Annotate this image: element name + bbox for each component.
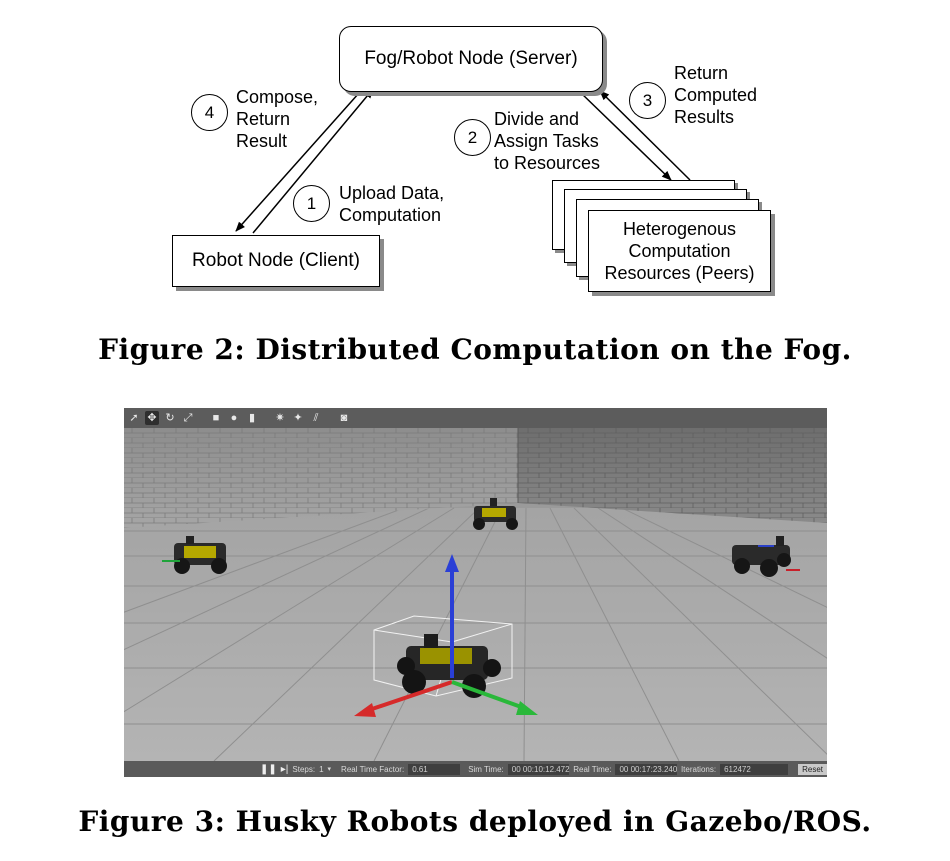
step-icon[interactable]: ▸| <box>280 763 289 775</box>
reset-button[interactable]: Reset <box>798 763 827 775</box>
figure-2-caption: Figure 2: Distributed Computation on the… <box>98 333 852 366</box>
scale-icon[interactable]: ⤢ <box>183 412 193 424</box>
step-2-circle: 2 <box>454 119 491 156</box>
step-2-label: Divide and Assign Tasks to Resources <box>494 109 601 173</box>
sim-time-label: Sim Time: <box>468 764 504 774</box>
husky-robot-selected[interactable] <box>373 615 513 698</box>
husky-robot-back[interactable] <box>473 498 518 530</box>
gazebo-3d-scene[interactable] <box>124 428 827 761</box>
rtf-value: 0.61 <box>408 763 461 775</box>
diagram-arrows <box>235 88 691 234</box>
server-node: Fog/Robot Node (Server) <box>339 26 603 92</box>
step-4-label: Compose, Return Result <box>236 87 319 151</box>
chevron-down-icon[interactable]: ▾ <box>327 766 332 773</box>
iterations-value: 612472 <box>720 763 789 775</box>
box-icon[interactable]: ■ <box>212 412 220 424</box>
gazebo-status-bar: ❚❚ ▸| Steps: 1 ▾ Real Time Factor: 0.61 … <box>124 761 827 777</box>
rtf-label: Real Time Factor: <box>341 764 405 774</box>
sim-time-value: 00 00:10:12.472 <box>507 763 570 775</box>
rotate-icon[interactable]: ↻ <box>165 412 175 424</box>
peers-node: Heterogenous Computation Resources (Peer… <box>588 210 771 292</box>
point-light-icon[interactable]: ✷ <box>275 412 285 424</box>
select-arrow-icon[interactable]: ➚ <box>129 412 139 424</box>
husky-robot-right[interactable] <box>732 536 800 577</box>
figure-3-caption: Figure 3: Husky Robots deployed in Gazeb… <box>78 805 872 838</box>
husky-robot-left[interactable] <box>162 536 227 574</box>
pause-icon[interactable]: ❚❚ <box>260 763 277 775</box>
real-time-value: 00 00:17:23.240 <box>615 763 677 775</box>
sphere-icon[interactable]: ● <box>230 412 238 424</box>
translate-gizmo[interactable] <box>354 554 538 717</box>
gazebo-window: ➚ ✥ ↻ ⤢ ■ ● ▮ ✷ ✦ ⫽ ◙ <box>124 408 827 777</box>
steps-label: Steps: <box>292 764 316 774</box>
screenshot-icon[interactable]: ◙ <box>340 412 348 424</box>
step-3-circle: 3 <box>629 82 666 119</box>
iterations-label: Iterations: <box>680 764 717 774</box>
gazebo-toolbar: ➚ ✥ ↻ ⤢ ■ ● ▮ ✷ ✦ ⫽ ◙ <box>124 408 827 428</box>
steps-value[interactable]: 1 <box>319 764 324 774</box>
step-3-label: Return Computed Results <box>674 63 758 127</box>
assign-tasks-arrow <box>580 92 672 181</box>
step-4-circle: 4 <box>191 94 228 131</box>
step-1-circle: 1 <box>293 185 330 222</box>
spot-light-icon[interactable]: ✦ <box>293 412 303 424</box>
real-time-label: Real Time: <box>573 764 612 774</box>
client-node: Robot Node (Client) <box>172 235 380 287</box>
translate-icon[interactable]: ✥ <box>145 411 159 425</box>
return-result-arrow <box>235 92 360 232</box>
upload-arrow <box>252 88 374 234</box>
directional-light-icon[interactable]: ⫽ <box>313 412 319 424</box>
return-computed-arrow <box>599 90 691 181</box>
cylinder-icon[interactable]: ▮ <box>248 412 256 424</box>
figure-2-diagram: Fog/Robot Node (Server) Robot Node (Clie… <box>0 0 950 310</box>
step-1-label: Upload Data, Computation <box>339 183 445 225</box>
